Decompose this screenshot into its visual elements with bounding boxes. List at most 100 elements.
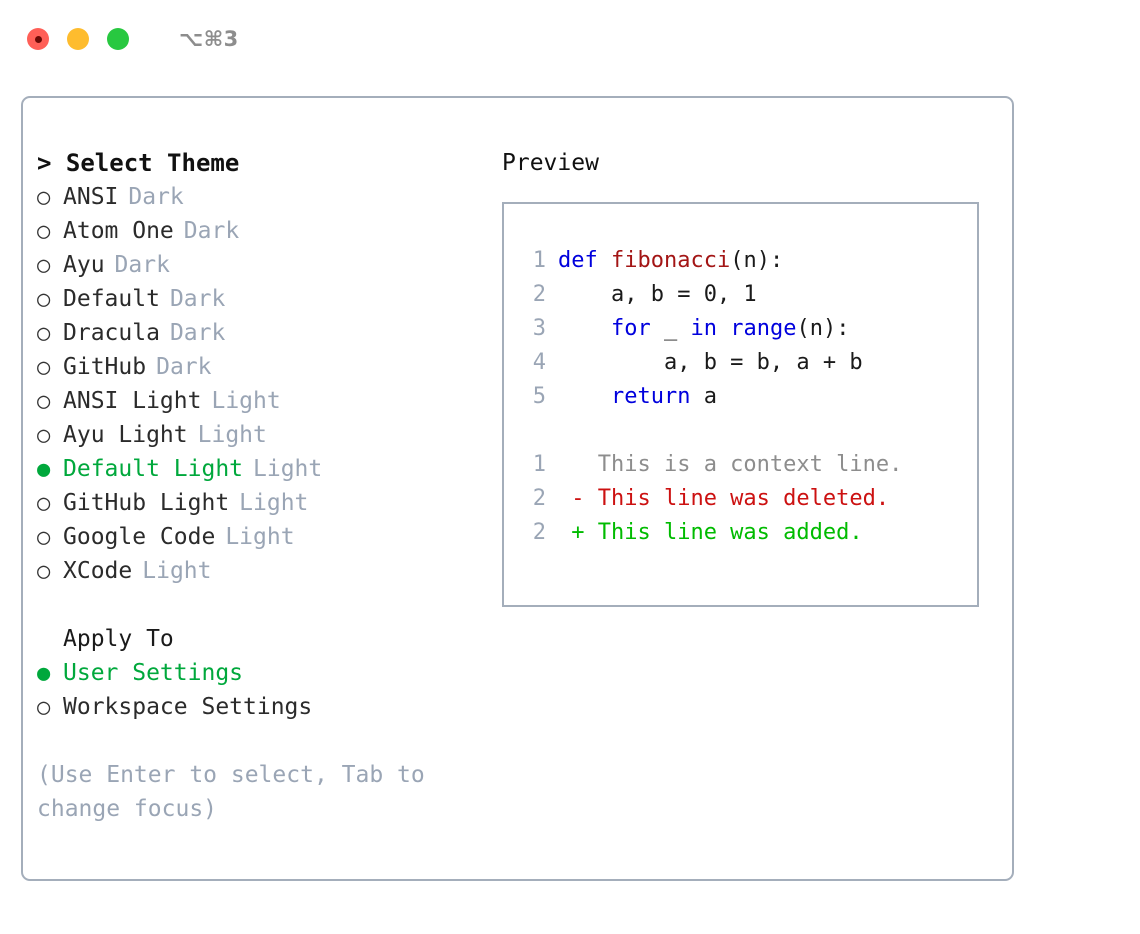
diff-sample: 1 This is a context line.2 - This line w… (518, 448, 977, 550)
theme-name-label: ANSI Light (63, 388, 202, 414)
radio-unselected-icon[interactable]: ○ (37, 219, 51, 244)
theme-name-label: Atom One (63, 218, 174, 244)
theme-name-label: Ayu Light (63, 422, 188, 448)
theme-list-item[interactable]: ○ ANSI Light Light (37, 384, 497, 418)
code-line-content: def fibonacci(n): (558, 244, 783, 278)
diff-line: 1 This is a context line. (518, 448, 977, 482)
theme-variant-label: Light (142, 558, 212, 584)
code-token: for (610, 316, 651, 341)
theme-variant-label: Dark (169, 286, 226, 312)
diff-line: 2 - This line was deleted. (518, 482, 977, 516)
code-token: a, b = 0, 1 (558, 282, 757, 307)
code-line: 4 a, b = b, a + b (518, 346, 977, 380)
code-token: in (690, 316, 717, 341)
radio-unselected-icon[interactable]: ○ (37, 389, 51, 414)
line-number: 1 (532, 248, 546, 273)
theme-variant-label: Light (239, 490, 309, 516)
theme-name-label: Ayu (63, 252, 105, 278)
radio-unselected-icon[interactable]: ○ (37, 525, 51, 550)
theme-variant-label: Light (211, 388, 281, 414)
code-line: 3 for _ in range(n): (518, 312, 977, 346)
radio-unselected-icon[interactable]: ○ (37, 355, 51, 380)
theme-name-label: GitHub Light (63, 490, 230, 516)
line-number: 5 (532, 384, 546, 409)
minimize-button-icon[interactable] (67, 28, 89, 50)
theme-list-item[interactable]: ○ Ayu Dark (37, 248, 497, 282)
code-token: return (610, 384, 691, 409)
theme-list-item[interactable]: ○ Ayu Light Light (37, 418, 497, 452)
theme-variant-label: Dark (114, 252, 170, 278)
apply-to-option-label: Workspace Settings (63, 694, 313, 720)
theme-name-label: Default Light (63, 456, 244, 482)
code-token: (n): (796, 316, 850, 341)
line-number: 2 (532, 486, 546, 511)
radio-unselected-icon[interactable]: ○ (37, 491, 51, 516)
theme-name-label: XCode (63, 558, 133, 584)
theme-list-item[interactable]: ○ XCode Light (37, 554, 497, 588)
code-token: a (690, 384, 717, 409)
code-token: _ (650, 316, 691, 341)
theme-name-label: Google Code (63, 524, 216, 550)
code-token: (n): (730, 248, 784, 273)
section-spacer (37, 588, 497, 622)
theme-list-item[interactable]: ○ Google Code Light (37, 520, 497, 554)
theme-list-item[interactable]: ○ GitHub Light Light (37, 486, 497, 520)
radio-unselected-icon[interactable]: ○ (37, 253, 51, 278)
apply-to-option-label: User Settings (63, 660, 244, 686)
title-bar: ⌥⌘3 (0, 0, 1140, 78)
keyboard-shortcut-label: ⌥⌘3 (179, 27, 239, 51)
diff-line-content: This is a context line. (558, 452, 903, 477)
code-token: def (558, 248, 611, 273)
select-theme-heading: > Select Theme (37, 146, 497, 180)
diff-line-content: + This line was added. (558, 520, 863, 545)
radio-unselected-icon[interactable]: ○ (37, 287, 51, 312)
apply-to-heading: ○ Apply To (37, 622, 497, 656)
theme-variant-label: Light (197, 422, 267, 448)
keyboard-hint-text: (Use Enter to select, Tab to change focu… (37, 762, 425, 822)
close-dot-icon (34, 35, 42, 43)
apply-to-bullet-spacer: ○ (37, 623, 63, 657)
code-token (717, 316, 730, 341)
code-line: 1 def fibonacci(n): (518, 244, 977, 278)
zoom-button-icon[interactable] (107, 28, 129, 50)
radio-selected-icon[interactable]: ● (37, 457, 51, 482)
preview-label: Preview (502, 150, 599, 176)
code-line-content: for _ in range(n): (558, 312, 849, 346)
code-token (558, 316, 611, 341)
radio-unselected-icon[interactable]: ○ (37, 695, 51, 720)
line-number: 3 (532, 316, 546, 341)
close-button-icon[interactable] (27, 28, 49, 50)
hint-spacer (37, 724, 497, 758)
theme-name-label: Dracula (63, 320, 160, 346)
apply-to-option[interactable]: ○ Workspace Settings (37, 690, 497, 724)
radio-unselected-icon[interactable]: ○ (37, 423, 51, 448)
radio-unselected-icon[interactable]: ○ (37, 321, 51, 346)
radio-unselected-icon[interactable]: ○ (37, 559, 51, 584)
code-line-content: return a (558, 380, 717, 414)
line-number: 2 (532, 282, 546, 307)
theme-list-item[interactable]: ○ Default Dark (37, 282, 497, 316)
diff-line-content: - This line was deleted. (558, 486, 890, 511)
apply-to-option[interactable]: ● User Settings (37, 656, 497, 690)
line-number: 2 (532, 520, 546, 545)
apply-to-title: Apply To (63, 626, 174, 652)
radio-selected-icon[interactable]: ● (37, 661, 51, 686)
code-line: 2 a, b = 0, 1 (518, 278, 977, 312)
code-line: 5 return a (518, 380, 977, 414)
code-token: a, b = b, a + b (558, 350, 863, 375)
diff-line: 2 + This line was added. (518, 516, 977, 550)
radio-unselected-icon[interactable]: ○ (37, 185, 51, 210)
theme-variant-label: Light (225, 524, 295, 550)
theme-name-label: Default (63, 286, 160, 312)
line-number: 4 (532, 350, 546, 375)
